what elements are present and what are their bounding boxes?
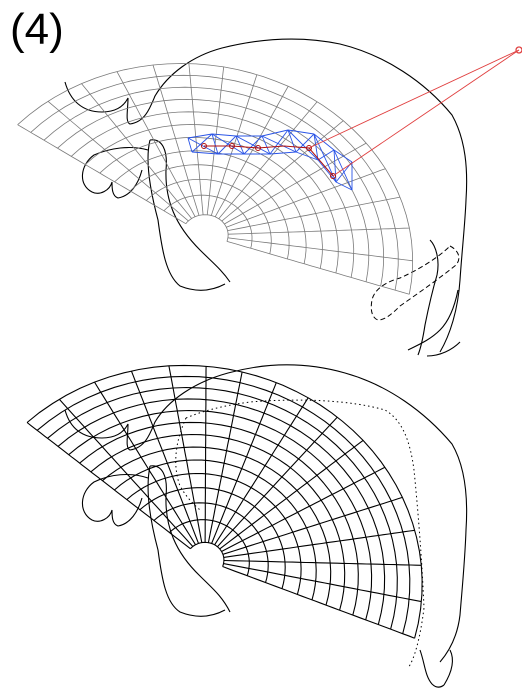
- control-net-edge: [296, 152, 318, 160]
- mesh-line: [228, 228, 409, 234]
- mesh-line: [58, 399, 385, 625]
- mesh-line: [222, 467, 386, 551]
- mesh-line: [85, 125, 338, 274]
- mesh-line: [164, 195, 252, 248]
- mesh-line: [130, 165, 289, 259]
- mesh-line: [219, 102, 317, 219]
- upper-diagram: [18, 39, 522, 356]
- mesh-line: [228, 197, 400, 231]
- upper-projection-lines: [309, 50, 519, 176]
- mesh-line: [69, 411, 372, 620]
- mesh-line: [44, 87, 384, 286]
- control-net-edge: [212, 134, 236, 136]
- upper-tongue-mesh: [18, 64, 413, 295]
- mesh-line: [31, 75, 399, 290]
- mesh-line: [186, 215, 228, 242]
- mesh-line: [208, 372, 242, 543]
- mesh-line: [217, 417, 337, 547]
- control-net-edge: [244, 136, 262, 154]
- mesh-line: [215, 86, 288, 217]
- mesh-line: [37, 376, 410, 633]
- mesh-line: [224, 564, 422, 602]
- mesh-line: [82, 84, 192, 219]
- mesh-line: [205, 366, 206, 542]
- mesh-line: [127, 474, 301, 595]
- control-net-edge: [262, 136, 270, 154]
- mesh-line: [115, 151, 307, 264]
- mesh-line: [102, 447, 330, 605]
- mesh-line: [48, 101, 188, 221]
- control-net-edge: [218, 136, 236, 154]
- mesh-line: [27, 365, 422, 638]
- mesh-line: [154, 503, 268, 583]
- control-net-edge: [318, 150, 334, 160]
- mesh-line: [114, 460, 316, 600]
- mesh-line: [146, 179, 271, 253]
- lower-head-outline: [65, 365, 467, 687]
- mesh-line: [18, 125, 186, 224]
- lower-tongue-mesh: [27, 365, 422, 638]
- mesh-line: [170, 520, 250, 576]
- lower-diagram: [27, 365, 467, 687]
- mesh-line: [224, 561, 421, 566]
- mesh-line: [190, 542, 224, 566]
- mesh-line: [223, 567, 415, 639]
- mesh-line: [224, 530, 415, 557]
- lower-dotted-contour-left: [176, 418, 200, 510]
